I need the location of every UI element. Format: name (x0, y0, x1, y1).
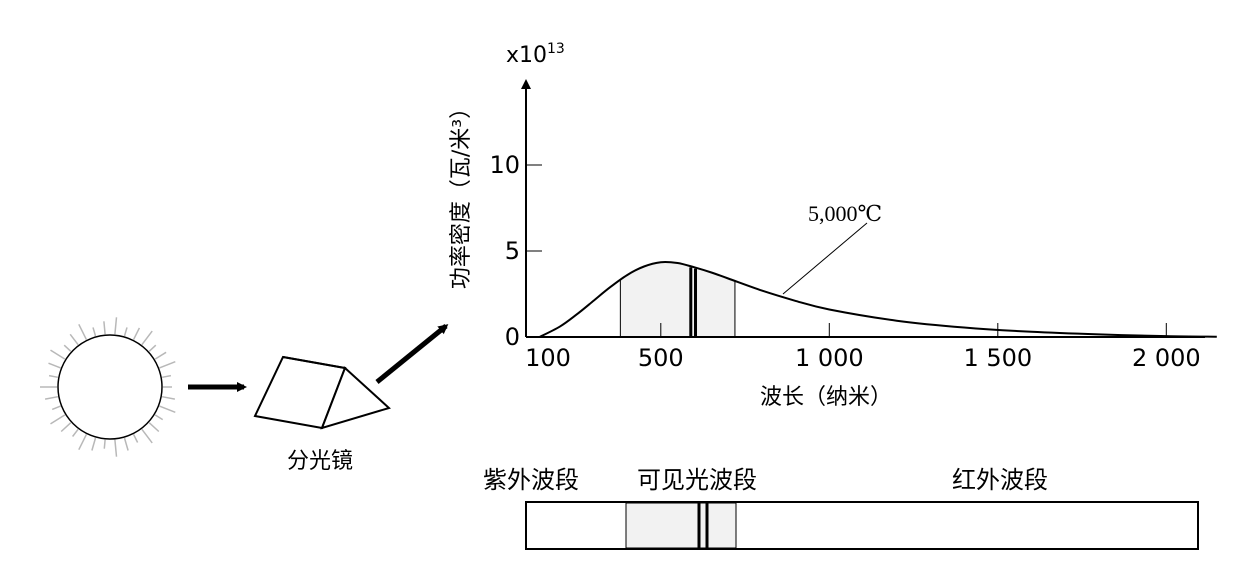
band-label-visible: 可见光波段 (637, 466, 757, 494)
x-tick-label-1000: 1 000 (795, 344, 864, 372)
curve-label: 5,000℃ (808, 201, 882, 226)
band-bar-visible-section (625, 502, 737, 549)
sun-ray (48, 374, 59, 379)
arrow-prism-to-chart (375, 324, 449, 384)
sun-ray (51, 405, 61, 411)
sun-ray (50, 349, 66, 360)
sun-ray (123, 327, 128, 337)
band-label-ir: 红外波段 (952, 466, 1048, 494)
sun-ray (148, 422, 160, 433)
sun-ray (154, 351, 167, 360)
x-axis-title: 波长（纳米） (760, 385, 892, 410)
spectrum-band-bar (525, 501, 1199, 550)
sun-ray (132, 434, 139, 443)
power-spectrum-chart: 100 500 1 000 1 500 2 000 0 5 10 (489, 79, 1217, 372)
y-multiplier: x1013 (506, 41, 565, 68)
sun-ray (161, 395, 176, 400)
sun-ray (91, 437, 97, 451)
spectroscope-label: 分光镜 (287, 449, 353, 474)
sun-ray (69, 333, 79, 346)
sun-ray (78, 434, 88, 451)
sun-ray (161, 374, 172, 379)
visible-band-fill (620, 262, 735, 337)
sun-ray (48, 362, 61, 369)
sun-ray (141, 330, 153, 346)
sun-ray (103, 321, 106, 335)
y-tick-label-0: 0 (505, 323, 520, 351)
x-tick-label-2000: 2 000 (1132, 344, 1201, 372)
sun-ray (148, 344, 157, 352)
y-tick-label-5: 5 (505, 237, 520, 265)
sun-ray (63, 344, 72, 352)
sun-ray (132, 327, 141, 340)
sun-ray (72, 428, 79, 437)
y-tick-label-10: 10 (489, 151, 520, 179)
curve-label-leader (782, 222, 868, 295)
sun-ray (159, 405, 176, 413)
sun-ray (50, 414, 66, 425)
sun-ray (114, 317, 118, 335)
sun-ray (154, 414, 164, 421)
series-line-5000c (539, 260, 1217, 338)
sun-ray (123, 437, 129, 451)
sun-ray (114, 439, 118, 457)
sun-icon (40, 317, 176, 457)
band-label-uv: 紫外波段 (483, 466, 579, 494)
sun-ray (60, 422, 72, 433)
sun-ray (141, 428, 153, 444)
sun-rays (40, 317, 176, 457)
sun-ray (78, 323, 88, 340)
sun-ray (103, 439, 106, 449)
x-tick-label-500: 500 (638, 344, 684, 372)
sun-ray (92, 327, 97, 337)
prism-icon (253, 355, 391, 430)
x-tick-label-100: 100 (525, 344, 571, 372)
sun-ray (44, 395, 59, 400)
sun-ray (159, 361, 176, 369)
y-axis-title: 功率密度（瓦/米³） (449, 97, 474, 289)
x-tick-label-1500: 1 500 (963, 344, 1032, 372)
